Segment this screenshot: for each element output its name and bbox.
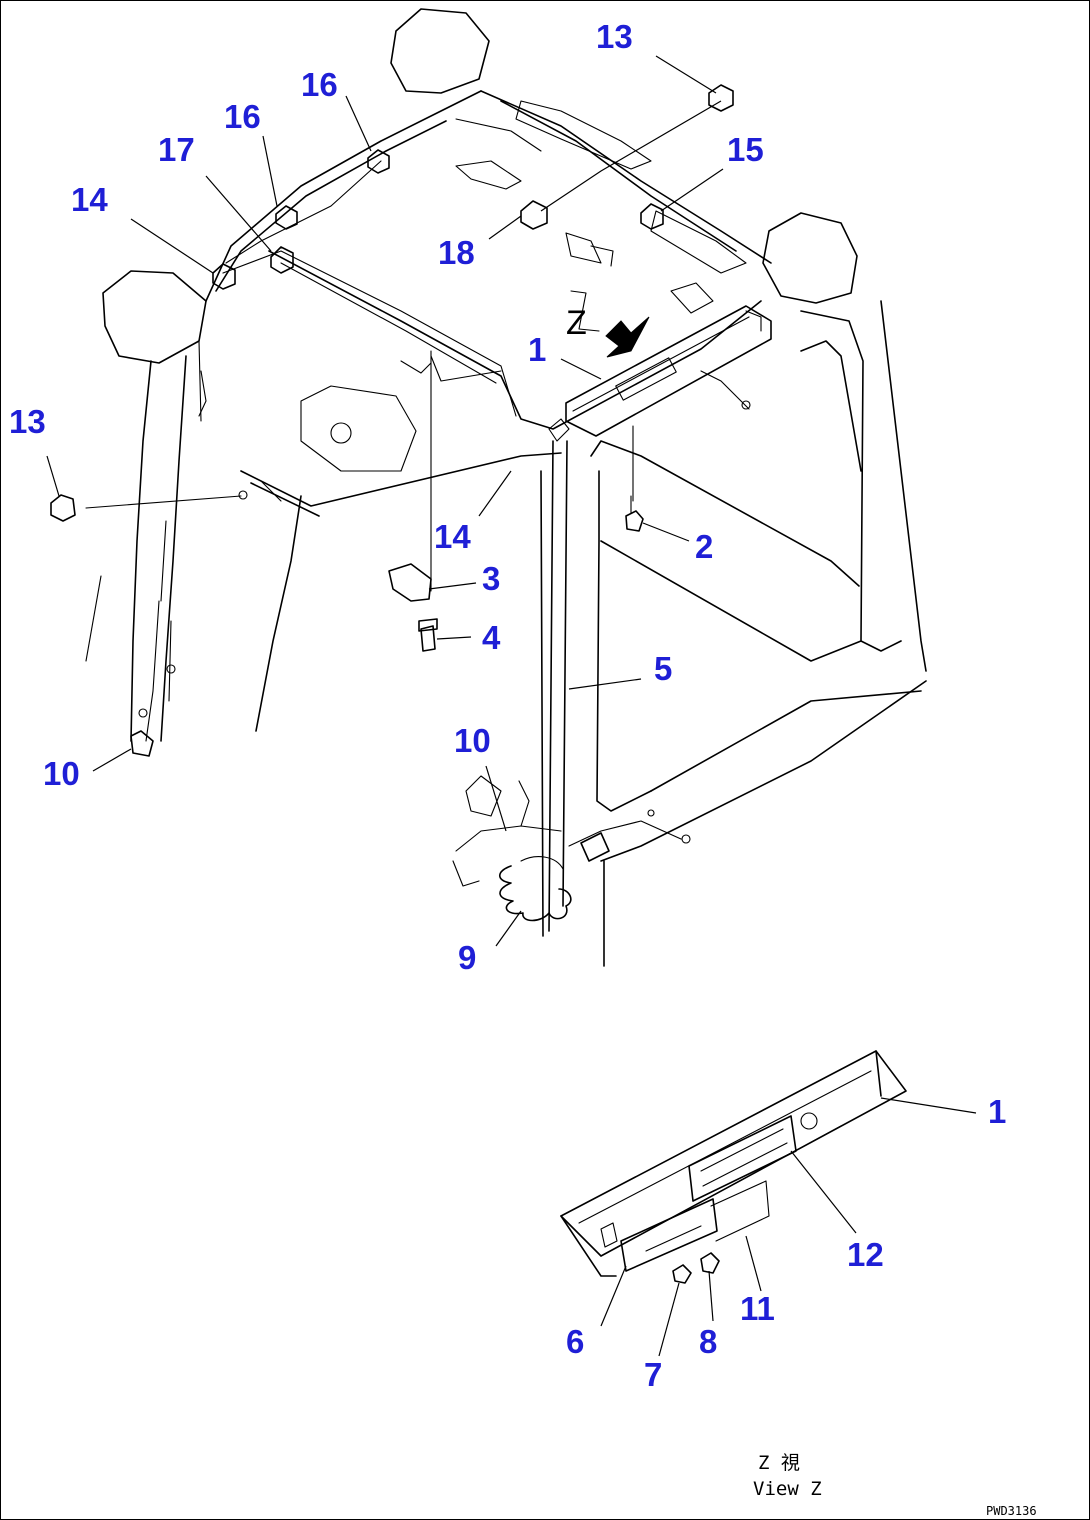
callout-labels: 13 16 16 17 15 14 18 1 13 14 2 3 4 5 10 …: [9, 18, 1006, 1393]
callout-10-center: 10: [454, 722, 491, 759]
callout-16-upper: 16: [301, 66, 338, 103]
callout-13-top: 13: [596, 18, 633, 55]
callout-4: 4: [482, 619, 501, 656]
callout-2: 2: [695, 528, 713, 565]
callout-6: 6: [566, 1323, 584, 1360]
roof-harness: [85, 100, 751, 757]
callout-11: 11: [740, 1290, 775, 1327]
cab-frame: [85, 8, 927, 967]
callout-5: 5: [654, 650, 672, 687]
callout-17: 17: [158, 131, 195, 168]
view-caption-japanese: Z 視: [758, 1452, 800, 1474]
callout-10-left: 10: [43, 755, 80, 792]
callout-1-main: 1: [528, 331, 546, 368]
leader-lines: [46, 55, 977, 1357]
view-caption-english: View Z: [753, 1478, 822, 1500]
view-z-marker: Z: [566, 304, 587, 342]
callout-8: 8: [699, 1323, 717, 1360]
callout-18: 18: [438, 234, 475, 271]
callout-9: 9: [458, 939, 476, 976]
callout-7: 7: [644, 1356, 662, 1393]
callout-12: 12: [847, 1236, 884, 1273]
components: [50, 84, 772, 652]
callout-14-left: 14: [71, 181, 108, 218]
drawing-code: PWD3136: [986, 1504, 1037, 1518]
callout-3: 3: [482, 560, 500, 597]
callout-15: 15: [727, 131, 764, 168]
callout-14-center: 14: [434, 518, 471, 555]
callout-13-left: 13: [9, 403, 46, 440]
callout-1-viewz: 1: [988, 1093, 1006, 1130]
lower-harness: [452, 775, 691, 922]
view-z-detail: [560, 1050, 907, 1284]
callout-16-lower: 16: [224, 98, 261, 135]
